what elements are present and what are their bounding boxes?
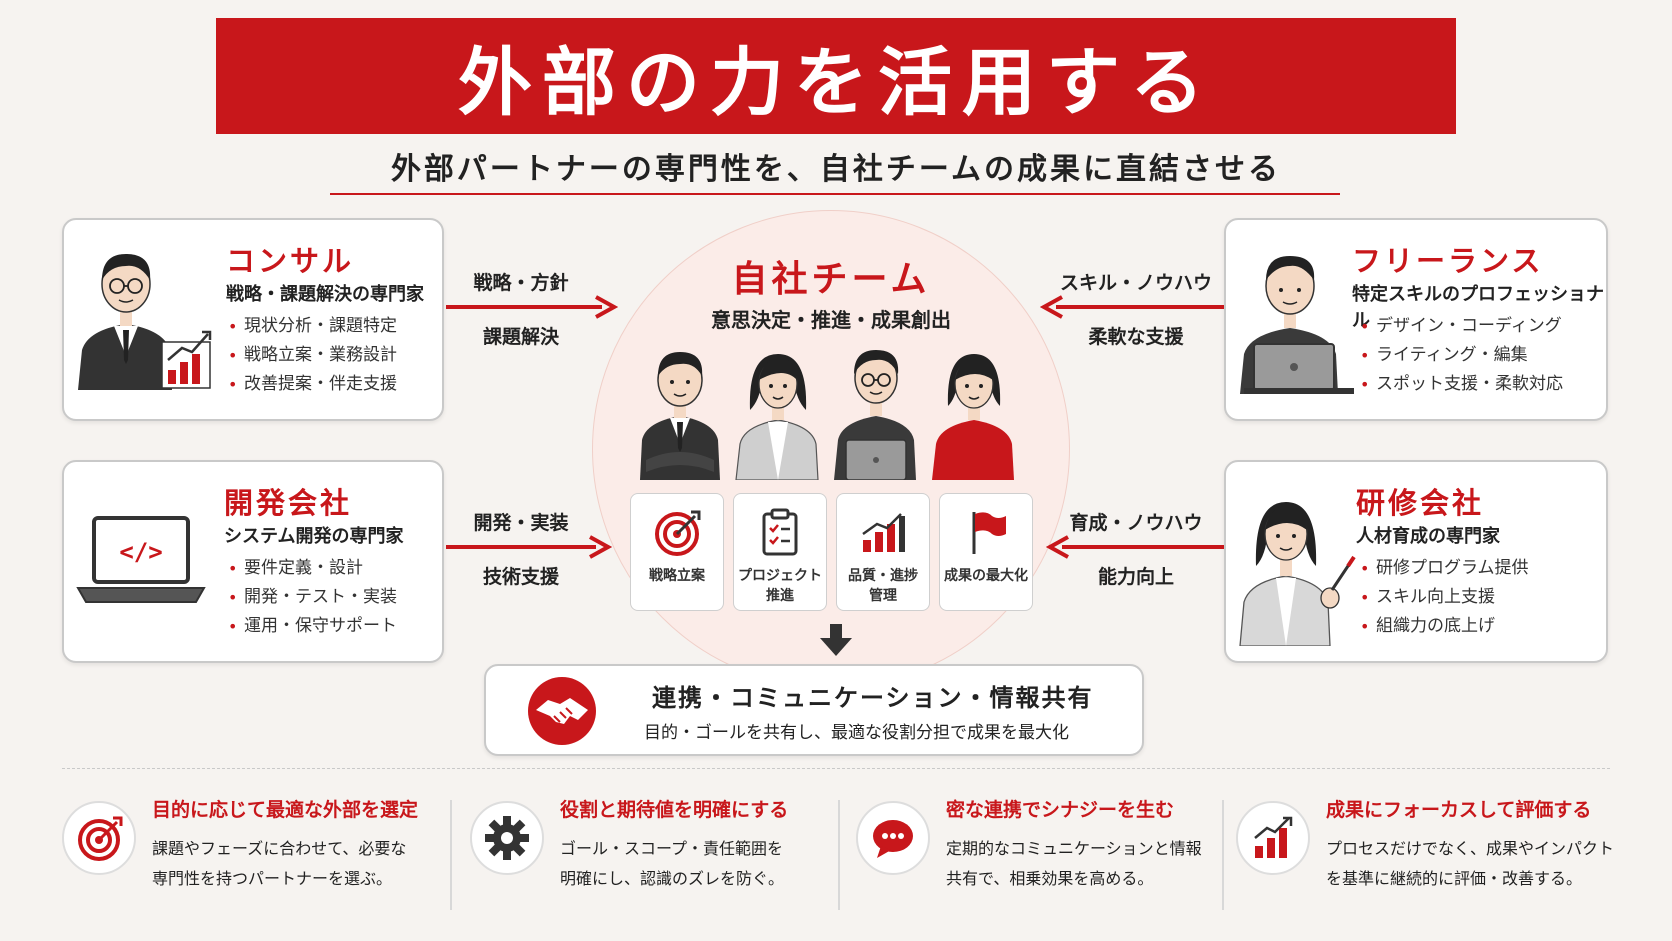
left-arrow-icon	[1040, 295, 1224, 319]
feature-desc-line: 課題やフェーズに合わせて、必要な	[152, 839, 407, 858]
card-subtitle: 戦略・課題解決の専門家	[226, 284, 424, 305]
partner-card-training: 研修会社 人材育成の専門家 研修プログラム提供 スキル向上支援 組織力の底上げ	[1224, 460, 1608, 663]
list-item: 研修プログラム提供	[1360, 554, 1529, 583]
card-subtitle: 人材育成の専門家	[1356, 526, 1500, 547]
subtitle-underline	[330, 193, 1340, 195]
laptop-code-icon: </>	[76, 516, 206, 603]
consultant-illustration	[78, 254, 212, 390]
free-arrow-label-bottom: 柔軟な支援	[1088, 326, 1184, 348]
team-title: 自社チーム	[731, 259, 931, 300]
list-item: 戦略立案・業務設計	[228, 341, 397, 370]
growth-chart-icon	[1236, 801, 1310, 875]
gear-icon	[470, 801, 544, 875]
feature-3: 密な連携でシナジーを生む 定期的なコミュニケーションと情報 共有で、相乗効果を高…	[856, 795, 1226, 915]
feature-title: 役割と期待値を明確にする	[560, 799, 789, 821]
function-label: 戦略立案	[649, 568, 705, 584]
team-members-illustration	[640, 350, 1014, 480]
feature-desc-line: ゴール・スコープ・責任範囲を	[560, 839, 784, 858]
function-strategy: 戦略立案	[630, 493, 724, 611]
feature-separator	[838, 800, 840, 910]
card-title: フリーランス	[1352, 244, 1544, 278]
bar-chart-icon	[862, 513, 905, 552]
collaboration-box: 連携・コミュニケーション・情報共有 目的・ゴールを共有し、最適な役割分担で成果を…	[484, 664, 1144, 756]
title-banner: 外部の力を活用する	[216, 18, 1456, 134]
list-item: 要件定義・設計	[228, 554, 397, 583]
list-item: スキル向上支援	[1360, 583, 1529, 612]
free-arrow-label-top: スキル・ノウハウ	[1059, 272, 1212, 294]
feature-desc-line: プロセスだけでなく、成果やインパクト	[1326, 839, 1615, 858]
team-member-2	[735, 354, 819, 480]
train-arrow-label-bottom: 能力向上	[1097, 566, 1174, 588]
feature-title: 目的に応じて最適な外部を選定	[152, 799, 419, 821]
list-item: 改善提案・伴走支援	[228, 370, 397, 399]
collaboration-subtitle: 目的・ゴールを共有し、最適な役割分担で成果を最大化	[644, 723, 1069, 743]
consul-arrow-label-top: 戦略・方針	[473, 272, 569, 294]
list-item: 運用・保守サポート	[228, 612, 397, 641]
list-item: ライティング・編集	[1360, 341, 1563, 370]
card-list: 研修プログラム提供 スキル向上支援 組織力の底上げ	[1360, 554, 1529, 641]
feature-separator	[1222, 800, 1224, 910]
function-label: 成果の最大化	[944, 568, 1028, 584]
target-icon	[655, 510, 701, 556]
trainer-illustration	[1239, 502, 1356, 646]
card-title: コンサル	[226, 244, 355, 278]
partner-card-dev: </> 開発会社 システム開発の専門家 要件定義・設計 開発・テスト・実装 運用…	[62, 460, 444, 663]
team-member-4	[932, 354, 1014, 480]
right-arrow-icon	[446, 535, 612, 559]
right-arrow-icon	[446, 295, 618, 319]
chat-icon	[856, 801, 930, 875]
card-subtitle: システム開発の専門家	[224, 526, 404, 547]
consul-arrow-label-bottom: 課題解決	[482, 326, 559, 348]
card-list: デザイン・コーディング ライティング・編集 スポット支援・柔軟対応	[1360, 312, 1563, 399]
team-subtitle: 意思決定・推進・成果創出	[711, 308, 951, 332]
freelancer-illustration	[1240, 256, 1354, 394]
team-member-1	[640, 352, 720, 480]
handshake-icon	[528, 677, 596, 745]
feature-desc-line: を基準に継続的に評価・改善する。	[1326, 869, 1583, 888]
left-arrow-icon	[1046, 535, 1224, 559]
card-title: 研修会社	[1356, 486, 1485, 520]
dev-arrow-label-top: 開発・実装	[473, 512, 569, 534]
feature-title: 密な連携でシナジーを生む	[946, 799, 1175, 821]
card-list: 現状分析・課題特定 戦略立案・業務設計 改善提案・伴走支援	[228, 312, 397, 399]
feature-desc-line: 定期的なコミュニケーションと情報	[946, 839, 1202, 858]
team-member-3	[834, 350, 916, 480]
function-label: プロジェクト 推進	[738, 568, 822, 604]
feature-4: 成果にフォーカスして評価する プロセスだけでなく、成果やインパクト を基準に継続…	[1236, 795, 1646, 915]
feature-separator	[450, 800, 452, 910]
list-item: 開発・テスト・実装	[228, 583, 397, 612]
collaboration-title: 連携・コミュニケーション・情報共有	[652, 684, 1094, 712]
function-label: 品質・進捗 管理	[848, 568, 918, 604]
feature-1: 目的に応じて最適な外部を選定 課題やフェーズに合わせて、必要な 専門性を持つパー…	[62, 795, 452, 915]
feature-title: 成果にフォーカスして評価する	[1326, 799, 1592, 821]
flag-icon	[972, 512, 1006, 554]
feature-2: 役割と期待値を明確にする ゴール・スコープ・責任範囲を 明確にし、認識のズレを防…	[470, 795, 850, 915]
partner-card-freelance: フリーランス 特定スキルのプロフェッショナル デザイン・コーディング ライティン…	[1224, 218, 1608, 421]
card-title: 開発会社	[224, 486, 353, 520]
list-item: デザイン・コーディング	[1360, 312, 1563, 341]
page-subtitle: 外部パートナーの専門性を、自社チームの成果に直結させる	[390, 152, 1282, 187]
dev-arrow-label-bottom: 技術支援	[482, 566, 559, 588]
target-icon	[62, 801, 136, 875]
function-quality: 品質・進捗 管理	[836, 493, 930, 611]
svg-text:</>: </>	[119, 538, 162, 566]
clipboard-icon	[762, 508, 798, 556]
list-item: 現状分析・課題特定	[228, 312, 397, 341]
function-maximize: 成果の最大化	[939, 493, 1033, 611]
train-arrow-label-top: 育成・ノウハウ	[1069, 512, 1203, 534]
card-list: 要件定義・設計 開発・テスト・実装 運用・保守サポート	[228, 554, 397, 641]
page-title: 外部の力を活用する	[458, 39, 1214, 126]
feature-desc-line: 専門性を持つパートナーを選ぶ。	[152, 869, 393, 888]
function-project: プロジェクト 推進	[733, 493, 827, 611]
section-divider	[62, 768, 1610, 769]
list-item: 組織力の底上げ	[1360, 612, 1529, 641]
feature-desc-line: 共有で、相乗効果を高める。	[946, 869, 1154, 888]
list-item: スポット支援・柔軟対応	[1360, 370, 1563, 399]
partner-card-consul: コンサル 戦略・課題解決の専門家 現状分析・課題特定 戦略立案・業務設計 改善提…	[62, 218, 444, 421]
feature-desc-line: 明確にし、認識のズレを防ぐ。	[560, 869, 785, 888]
down-arrow-icon	[820, 624, 852, 656]
